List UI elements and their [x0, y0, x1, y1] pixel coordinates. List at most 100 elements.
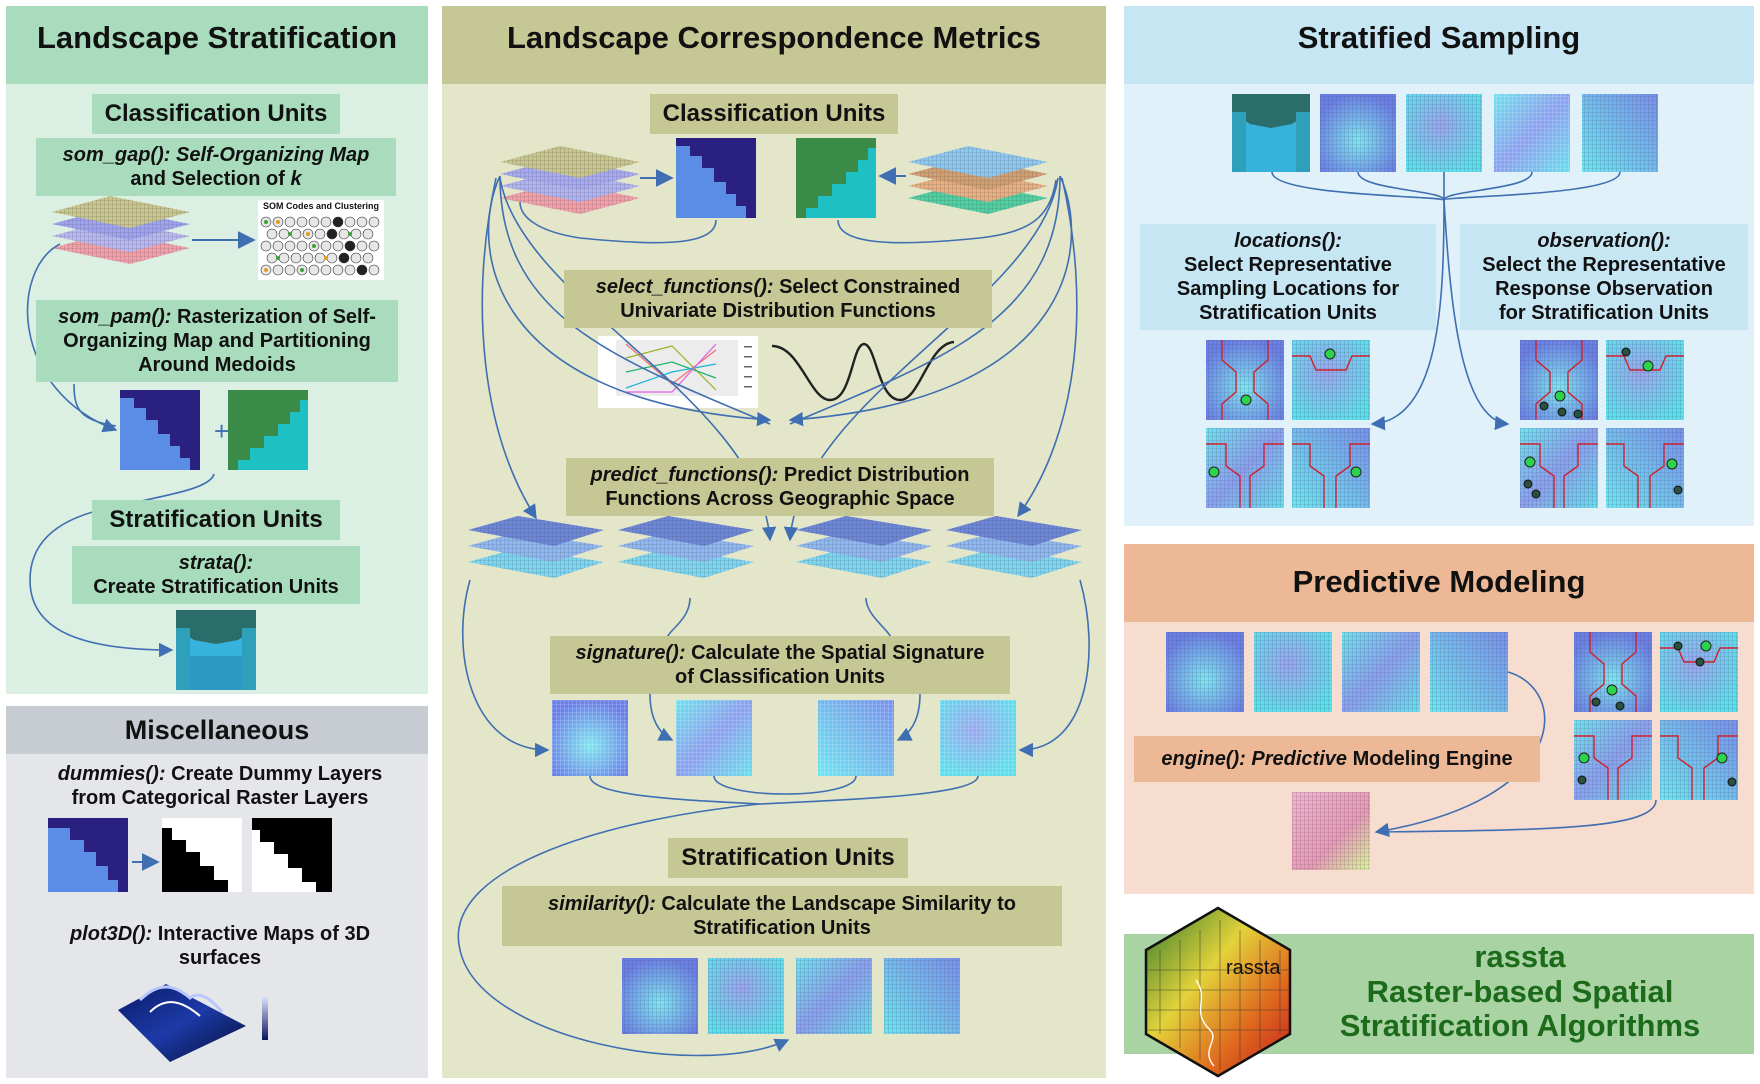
plot3d-desc1: Interactive Maps of 3D — [157, 923, 371, 945]
stratification-map — [176, 610, 256, 690]
modeling-header-bg — [1124, 544, 1754, 622]
som-codes-label: SOM Codes and Clustering — [262, 201, 379, 211]
dummy-source-map — [48, 818, 128, 892]
engine-box: engine(): Predictive Modeling Engine — [1134, 736, 1540, 782]
predict-functions-fn: predict_functions(): — [590, 464, 779, 486]
observation-box: observation(): Select the Representative… — [1460, 224, 1748, 330]
plus-sign: + — [214, 416, 229, 446]
rassta-title-block: rassta Raster-based Spatial Stratificati… — [1300, 939, 1740, 1044]
similarity-maps — [622, 958, 960, 1034]
observation-maps — [1520, 340, 1684, 508]
locations-fn: locations(): — [1234, 230, 1342, 252]
classification-map-b — [228, 390, 308, 470]
signature-desc2: of Classification Units — [674, 666, 886, 688]
select-functions-fn: select_functions(): — [595, 276, 774, 298]
dummies-desc2: from Categorical Raster Layers — [71, 787, 369, 809]
observation-desc1: Select the Representative — [1482, 254, 1726, 276]
plot3d-text: plot3D(): Interactive Maps of 3D surface… — [20, 922, 420, 970]
locations-desc3: Stratification Units — [1199, 302, 1377, 324]
similarity-desc2: Stratification Units — [693, 917, 871, 939]
dummy-layer-2 — [252, 818, 332, 892]
stratification-header-bg — [6, 6, 428, 84]
som-pam-desc3: Around Medoids — [138, 354, 296, 376]
som-gap-desc2: and Selection of — [130, 168, 285, 190]
predicted-stack-3 — [796, 516, 932, 578]
som-gap-k: k — [290, 168, 302, 190]
similarity-fn: similarity(): — [548, 893, 656, 915]
select-functions-desc2: Univariate Distribution Functions — [620, 300, 936, 322]
prediction-map — [1292, 792, 1370, 870]
engine-desc-italic: Predictive — [1251, 748, 1348, 770]
metrics-title: Landscape Correspondence Metrics — [506, 20, 1042, 55]
similarity-desc1: Calculate the Landscape Similarity to — [661, 893, 1016, 915]
som-codes-image — [258, 200, 384, 280]
som-pam-fn: som_pam(): — [58, 306, 172, 328]
dummies-desc1: Create Dummy Layers — [171, 763, 383, 785]
predict-functions-box: predict_functions(): Predict Distributio… — [566, 458, 994, 516]
rassta-logo-text: rassta — [1226, 957, 1281, 979]
select-functions-desc1: Select Constrained — [779, 276, 961, 298]
distribution-curve — [771, 340, 955, 402]
misc-title: Miscellaneous — [124, 714, 310, 745]
sampling-similarity-maps — [1320, 94, 1658, 172]
som-gap-box: som_gap(): Self-Organizing Map and Selec… — [36, 138, 396, 196]
metrics-classification-map-b — [796, 138, 876, 218]
signature-desc1: Calculate the Spatial Signature — [691, 642, 985, 664]
dummy-layer-1 — [162, 818, 242, 892]
som-gap-desc1: Self-Organizing Map — [176, 144, 370, 166]
signature-fn: signature(): — [575, 642, 686, 664]
stratification-title: Landscape Stratification — [36, 20, 398, 55]
locations-maps — [1206, 340, 1370, 508]
signature-box: signature(): Calculate the Spatial Signa… — [550, 636, 1010, 694]
som-pam-desc2: Organizing Map and Partitioning — [63, 330, 371, 352]
sampling-strata-map — [1232, 94, 1310, 172]
dummies-text: dummies(): Create Dummy Layers from Cate… — [20, 762, 420, 810]
predict-functions-desc2: Functions Across Geographic Space — [605, 488, 955, 510]
engine-fn: engine(): — [1161, 748, 1246, 770]
signature-maps — [552, 700, 1016, 776]
stratification-classification-units-header: Classification Units — [92, 94, 340, 134]
plot3d-desc2: surfaces — [178, 947, 262, 969]
metrics-header-bg — [442, 6, 1106, 84]
raster-stack-metrics-left — [500, 146, 640, 214]
predict-functions-desc1: Predict Distribution — [783, 464, 970, 486]
sampling-title: Stratified Sampling — [1297, 20, 1581, 55]
engine-desc: Modeling Engine — [1352, 748, 1513, 770]
observation-desc3: for Stratification Units — [1498, 302, 1709, 324]
misc-header-bg — [6, 706, 428, 754]
locations-box: locations(): Select Representative Sampl… — [1140, 224, 1436, 330]
metrics-classification-map-a — [676, 138, 756, 218]
strata-desc: Create Stratification Units — [93, 576, 339, 598]
som-pam-desc1: Rasterization of Self- — [177, 306, 376, 328]
distribution-line-plot — [598, 336, 758, 408]
raster-stack-left — [52, 196, 190, 264]
locations-desc1: Select Representative — [1184, 254, 1392, 276]
rassta-logo: rassta — [1144, 906, 1292, 1078]
modeling-observation-maps — [1574, 632, 1738, 800]
stratification-units-header: Stratification Units — [92, 500, 340, 540]
rassta-line2: Stratification Algorithms — [1339, 1008, 1701, 1044]
strata-box: strata(): Create Stratification Units — [72, 546, 360, 604]
rassta-line1: Raster-based Spatial — [1366, 973, 1674, 1009]
modeling-input-maps — [1166, 632, 1508, 712]
raster-stack-metrics-right — [908, 146, 1048, 214]
som-pam-box: som_pam(): Rasterization of Self- Organi… — [36, 300, 398, 382]
dummies-fn: dummies(): — [57, 763, 166, 785]
classification-map-a — [120, 390, 200, 470]
predicted-stack-2 — [618, 516, 754, 578]
similarity-box: similarity(): Calculate the Landscape Si… — [502, 886, 1062, 946]
metrics-stratification-units-header: Stratification Units — [668, 838, 908, 878]
observation-desc2: Response Observation — [1495, 278, 1713, 300]
predicted-stack-4 — [946, 516, 1082, 578]
sampling-header-bg — [1124, 6, 1754, 84]
observation-fn: observation(): — [1537, 230, 1671, 252]
modeling-title: Predictive Modeling — [1292, 564, 1586, 599]
predicted-stack-1 — [468, 516, 604, 578]
select-functions-box: select_functions(): Select Constrained U… — [564, 270, 992, 328]
locations-desc2: Sampling Locations for — [1176, 278, 1400, 300]
metrics-classification-units-header: Classification Units — [650, 94, 898, 134]
strata-fn: strata(): — [178, 552, 254, 574]
plot3d-fn: plot3D(): — [69, 923, 153, 945]
som-gap-fn: som_gap(): — [62, 144, 171, 166]
plot3d-surface — [118, 984, 268, 1062]
